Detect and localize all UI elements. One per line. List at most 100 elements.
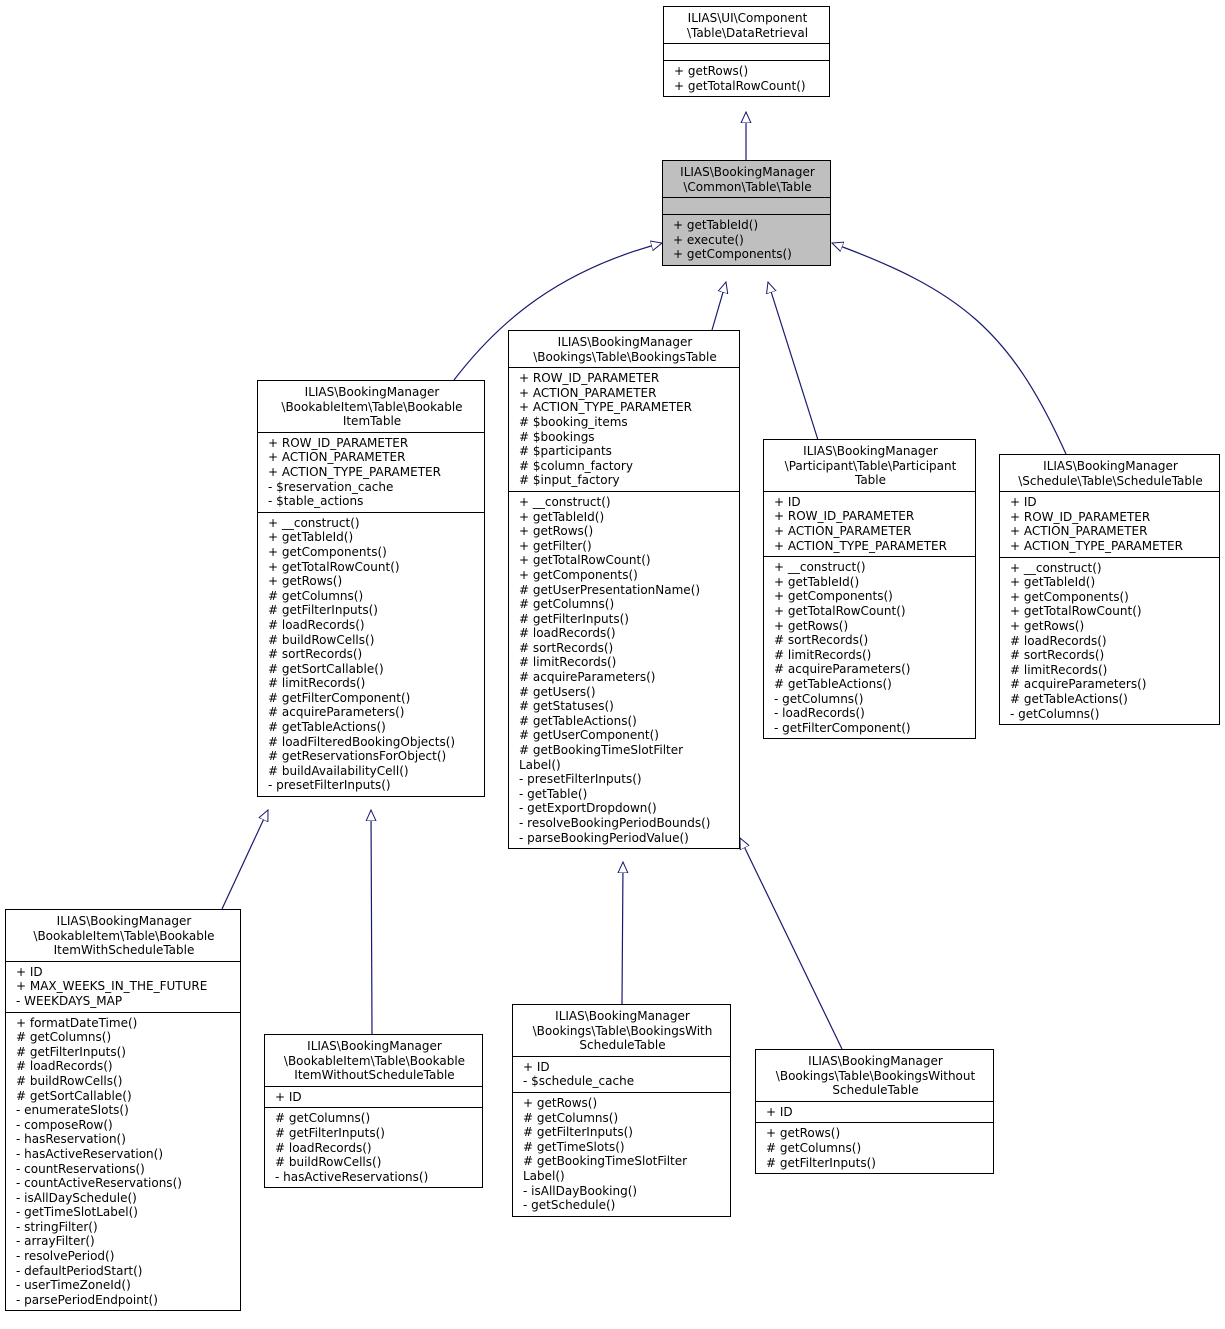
class-title: ILIAS\UI\Component\Table\DataRetrieval bbox=[664, 7, 829, 43]
attribute: # $column_factory bbox=[519, 458, 633, 473]
method: - hasActiveReservations() bbox=[275, 1169, 429, 1184]
attribute: + ACTION_PARAMETER bbox=[774, 523, 912, 538]
method: + formatDateTime() bbox=[16, 1015, 138, 1030]
class-name-line: ILIAS\BookingManager bbox=[307, 1039, 442, 1053]
class-bookable-item-with-schedule-table[interactable]: ILIAS\BookingManager\BookableItem\Table\… bbox=[5, 909, 241, 1312]
method: # sortRecords() bbox=[774, 633, 869, 648]
method: # buildRowCells() bbox=[275, 1155, 382, 1170]
method: # loadRecords() bbox=[16, 1059, 113, 1074]
attribute: + ROW_ID_PARAMETER bbox=[268, 435, 409, 450]
method: # getTableActions() bbox=[774, 676, 892, 691]
class-name-line: ILIAS\BookingManager bbox=[1043, 459, 1178, 473]
class-participant-table[interactable]: ILIAS\BookingManager\Participant\Table\P… bbox=[763, 439, 976, 740]
method: - countReservations() bbox=[16, 1161, 145, 1176]
method: # loadRecords() bbox=[268, 617, 365, 632]
method: # getFilterComponent() bbox=[268, 690, 411, 705]
method: - getFilterComponent() bbox=[774, 720, 911, 735]
class-title: ILIAS\BookingManager\Participant\Table\P… bbox=[764, 440, 975, 491]
attribute: + ROW_ID_PARAMETER bbox=[774, 509, 915, 524]
method: # loadRecords() bbox=[519, 626, 616, 641]
class-name-line: \Bookings\Table\BookingsWithout bbox=[775, 1068, 976, 1083]
class-common-table[interactable]: ILIAS\BookingManager\Common\Table\Table+… bbox=[662, 160, 831, 266]
class-attributes: + ID- $schedule_cache bbox=[513, 1055, 730, 1092]
class-name-line: \Participant\Table\Participant bbox=[784, 458, 957, 473]
method: + getTableId() bbox=[774, 574, 860, 589]
method: # getReservationsForObject() bbox=[268, 749, 447, 764]
class-name-line: ItemWithScheduleTable bbox=[53, 943, 195, 958]
method: - arrayFilter() bbox=[16, 1234, 95, 1249]
method: # getUserPresentationName() bbox=[519, 582, 701, 597]
class-name-line: \BookableItem\Table\Bookable bbox=[281, 399, 463, 414]
edge-bookingswith-to-bookings bbox=[622, 862, 623, 1005]
method: # getColumns() bbox=[766, 1140, 862, 1155]
class-name-line: ILIAS\BookingManager bbox=[803, 444, 938, 458]
edge-bookablewith-to-bookableitem bbox=[221, 810, 269, 910]
method: - getTable() bbox=[519, 786, 588, 801]
method: + getFilter() bbox=[519, 538, 592, 553]
class-name-line: ScheduleTable bbox=[579, 1038, 666, 1053]
method: # getFilterInputs() bbox=[16, 1044, 126, 1059]
class-title: ILIAS\BookingManager\Bookings\Table\Book… bbox=[513, 1005, 730, 1056]
class-attributes: + ID+ MAX_WEEKS_IN_THE_FUTURE- WEEKDAYS_… bbox=[6, 960, 240, 1012]
method: - composeRow() bbox=[16, 1117, 113, 1132]
method: # acquireParameters() bbox=[268, 705, 405, 720]
class-title: ILIAS\BookingManager\Schedule\Table\Sche… bbox=[1000, 455, 1219, 491]
class-bookings-without-schedule-table[interactable]: ILIAS\BookingManager\Bookings\Table\Book… bbox=[755, 1049, 994, 1175]
attribute: # $input_factory bbox=[519, 473, 620, 488]
class-title: ILIAS\BookingManager\Common\Table\Table bbox=[663, 161, 830, 197]
method: # getBookingTimeSlotFilter bbox=[519, 743, 684, 758]
class-bookable-item-table[interactable]: ILIAS\BookingManager\BookableItem\Table\… bbox=[257, 380, 485, 798]
method: # getSortCallable() bbox=[16, 1088, 132, 1103]
method: # getTimeSlots() bbox=[523, 1139, 625, 1154]
method: # limitRecords() bbox=[519, 655, 617, 670]
class-title: ILIAS\BookingManager\BookableItem\Table\… bbox=[258, 381, 484, 432]
class-title: ILIAS\BookingManager\Bookings\Table\Book… bbox=[756, 1050, 993, 1101]
method: # buildRowCells() bbox=[16, 1073, 123, 1088]
method: + getTotalRowCount() bbox=[268, 559, 400, 574]
class-methods: + getRows()# getColumns()# getFilterInpu… bbox=[513, 1091, 730, 1216]
method: + __construct() bbox=[774, 560, 866, 575]
attribute: + ID bbox=[523, 1059, 550, 1074]
method: - enumerateSlots() bbox=[16, 1103, 129, 1118]
method: - resolveBookingPeriodBounds() bbox=[519, 816, 711, 830]
class-name-line: \BookableItem\Table\Bookable bbox=[283, 1053, 466, 1068]
class-bookings-table[interactable]: ILIAS\BookingManager\Bookings\Table\Book… bbox=[508, 330, 740, 850]
class-name-line: \Bookings\Table\BookingsTable bbox=[533, 349, 717, 364]
method: - getColumns() bbox=[1010, 706, 1100, 721]
class-bookings-with-schedule-table[interactable]: ILIAS\BookingManager\Bookings\Table\Book… bbox=[512, 1004, 731, 1217]
edge-bookingswithout-to-bookings bbox=[739, 838, 843, 1050]
method: - getColumns() bbox=[774, 691, 864, 706]
class-schedule-table[interactable]: ILIAS\BookingManager\Schedule\Table\Sche… bbox=[999, 454, 1220, 726]
method: + getRows() bbox=[674, 64, 749, 79]
class-dataretrieval[interactable]: ILIAS\UI\Component\Table\DataRetrieval + … bbox=[663, 6, 830, 98]
method: # limitRecords() bbox=[1010, 662, 1108, 677]
class-attributes: + ID bbox=[265, 1085, 482, 1108]
method: # loadRecords() bbox=[1010, 633, 1107, 648]
method: - stringFilter() bbox=[16, 1219, 98, 1234]
class-title: ILIAS\BookingManager\BookableItem\Table\… bbox=[265, 1035, 482, 1086]
class-methods: + getRows()+ getTotalRowCount() bbox=[664, 60, 829, 96]
method: # getColumns() bbox=[16, 1030, 112, 1045]
method: - userTimeZoneId() bbox=[16, 1278, 131, 1293]
method: + __construct() bbox=[268, 515, 360, 530]
edge-bookableitem-to-common bbox=[453, 243, 662, 381]
method: # getFilterInputs() bbox=[275, 1125, 385, 1140]
method: - loadRecords() bbox=[774, 706, 865, 721]
class-name-line: ILIAS\BookingManager bbox=[304, 385, 440, 399]
method: # getFilterInputs() bbox=[766, 1155, 876, 1170]
class-name-line: ILIAS\BookingManager bbox=[808, 1054, 943, 1068]
method: - getSchedule() bbox=[523, 1198, 616, 1213]
attribute: + ID bbox=[766, 1104, 793, 1119]
class-title: ILIAS\BookingManager\Bookings\Table\Book… bbox=[509, 331, 739, 367]
attribute: + ACTION_TYPE_PARAMETER bbox=[1010, 538, 1183, 553]
method: # getBookingTimeSlotFilter bbox=[523, 1154, 688, 1169]
method: # getColumns() bbox=[268, 588, 364, 603]
method: + getTotalRowCount() bbox=[519, 553, 651, 568]
class-name-line: ScheduleTable bbox=[832, 1083, 919, 1098]
method: # getColumns() bbox=[523, 1110, 619, 1125]
class-bookable-item-without-schedule-table[interactable]: ILIAS\BookingManager\BookableItem\Table\… bbox=[264, 1034, 483, 1189]
attribute: - $schedule_cache bbox=[523, 1074, 635, 1089]
class-name-line: ILIAS\BookingManager bbox=[56, 914, 192, 928]
edge-schedule-to-common bbox=[832, 243, 1067, 455]
